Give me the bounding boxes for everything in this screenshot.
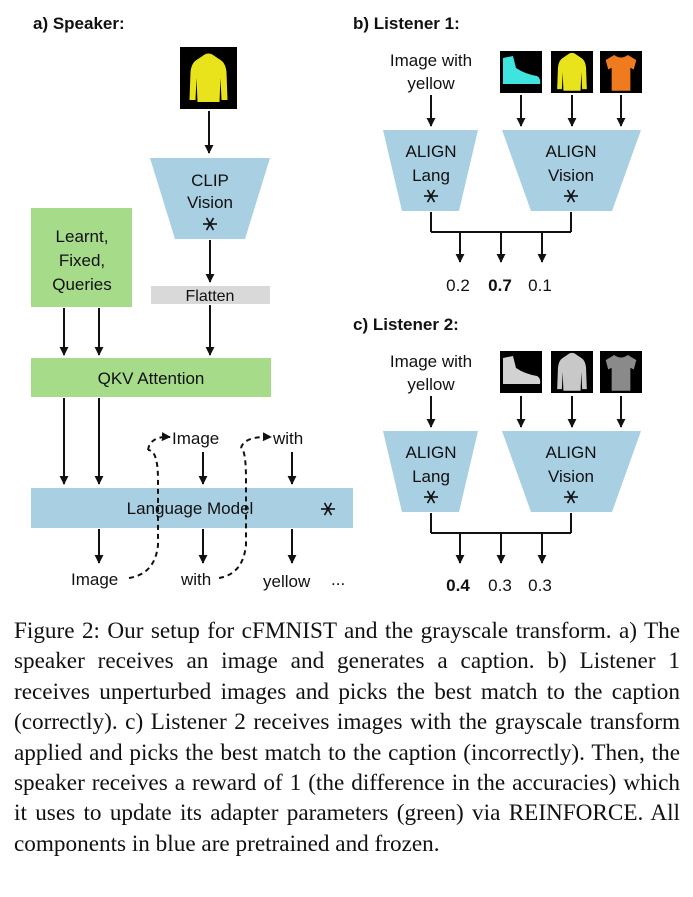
score-best: 0.4	[446, 576, 470, 595]
align-lang-label-1: ALIGN	[405, 443, 456, 462]
score: 0.2	[446, 276, 470, 295]
align-lang-label-2: Lang	[412, 467, 450, 486]
score-best: 0.7	[488, 276, 512, 295]
listener2-align-lang: ALIGN Lang	[383, 431, 478, 512]
clip-label-1: CLIP	[191, 171, 229, 190]
qkv-attention-block: QKV Attention	[31, 358, 271, 397]
align-vision-label-2: Vision	[548, 467, 594, 486]
cyan-shoe-thumbnail	[500, 51, 542, 93]
score: 0.3	[488, 576, 512, 595]
align-vision-label-2: Vision	[548, 166, 594, 185]
language-model-block: Language Model	[31, 488, 353, 528]
learnt-queries-block: Learnt, Fixed, Queries	[31, 208, 132, 307]
queries-label-1: Learnt,	[56, 227, 109, 246]
yellow-jacket-thumbnail	[180, 47, 237, 109]
gray-jacket-thumbnail	[551, 351, 593, 393]
qkv-label: QKV Attention	[98, 369, 205, 388]
input-token: Image	[172, 429, 219, 448]
flatten-label: Flatten	[186, 288, 235, 305]
listener2-text-input-1: Image with	[390, 352, 472, 371]
listener1-title: b) Listener 1:	[353, 14, 460, 33]
output-token: with	[180, 570, 211, 589]
gray-shoe-thumbnail	[500, 351, 542, 393]
lm-label: Language Model	[127, 499, 254, 518]
orange-shirt-thumbnail	[600, 51, 642, 93]
feedback-arrow	[240, 432, 272, 449]
output-token: Image	[71, 570, 118, 589]
align-vision-label-1: ALIGN	[545, 443, 596, 462]
feedback-arrow	[147, 432, 171, 451]
yellow-jacket-thumbnail	[551, 51, 593, 93]
listener1-text-input-1: Image with	[390, 51, 472, 70]
queries-label-3: Queries	[52, 275, 112, 294]
listener2-title: c) Listener 2:	[353, 315, 459, 334]
ellipsis: ...	[331, 570, 345, 589]
align-vision-label-1: ALIGN	[545, 142, 596, 161]
align-lang-label-2: Lang	[412, 166, 450, 185]
listener2-text-input-2: yellow	[407, 375, 455, 394]
flatten-block: Flatten	[151, 286, 270, 305]
queries-label-2: Fixed,	[59, 251, 105, 270]
score: 0.1	[528, 276, 552, 295]
listener1-text-input-2: yellow	[407, 74, 455, 93]
input-token: with	[272, 429, 303, 448]
clip-vision-encoder: CLIP Vision	[150, 158, 270, 239]
clip-label-2: Vision	[187, 193, 233, 212]
feedback-arrow	[218, 447, 247, 579]
output-token: yellow	[263, 572, 311, 591]
score: 0.3	[528, 576, 552, 595]
align-lang-label-1: ALIGN	[405, 142, 456, 161]
diagram: a) Speaker: CLIP Vision Flatten Learnt, …	[31, 14, 642, 595]
figure-caption: Figure 2: Our setup for cFMNIST and the …	[14, 618, 680, 857]
listener1-align-vision: ALIGN Vision	[502, 130, 641, 211]
listener1-align-lang: ALIGN Lang	[383, 130, 478, 211]
gray-shirt-thumbnail	[600, 351, 642, 393]
listener2-align-vision: ALIGN Vision	[502, 431, 641, 512]
speaker-title: a) Speaker:	[33, 14, 125, 33]
